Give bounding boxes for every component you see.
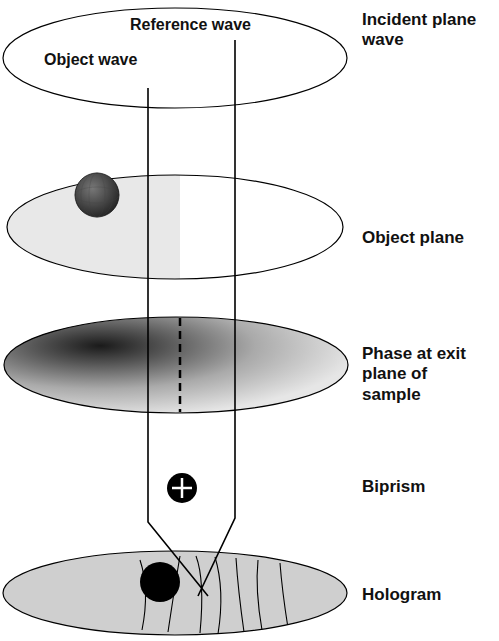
- plane-label: Object plane: [362, 228, 464, 248]
- sample-sphere: [75, 173, 119, 217]
- plane-label: Biprism: [362, 477, 425, 497]
- plane-label: Phase at exit plane of sample: [362, 344, 480, 405]
- object-plane: [0, 170, 380, 290]
- interference-fringes: [140, 556, 288, 634]
- incident-plane: [3, 8, 347, 108]
- plane-label: Hologram: [362, 585, 441, 605]
- dashed-line: [179, 318, 182, 412]
- object-wave-path: [148, 88, 208, 596]
- plane-label: Incident plane wave: [362, 10, 492, 51]
- phase-plane: [4, 317, 348, 413]
- plane-label: Object wave: [42, 50, 139, 69]
- hologram-plane: [3, 551, 347, 635]
- biprism-symbol: [167, 473, 197, 503]
- object-image: [140, 562, 180, 602]
- reference-wave-path: [198, 40, 235, 596]
- plane-label: Reference wave: [128, 15, 253, 34]
